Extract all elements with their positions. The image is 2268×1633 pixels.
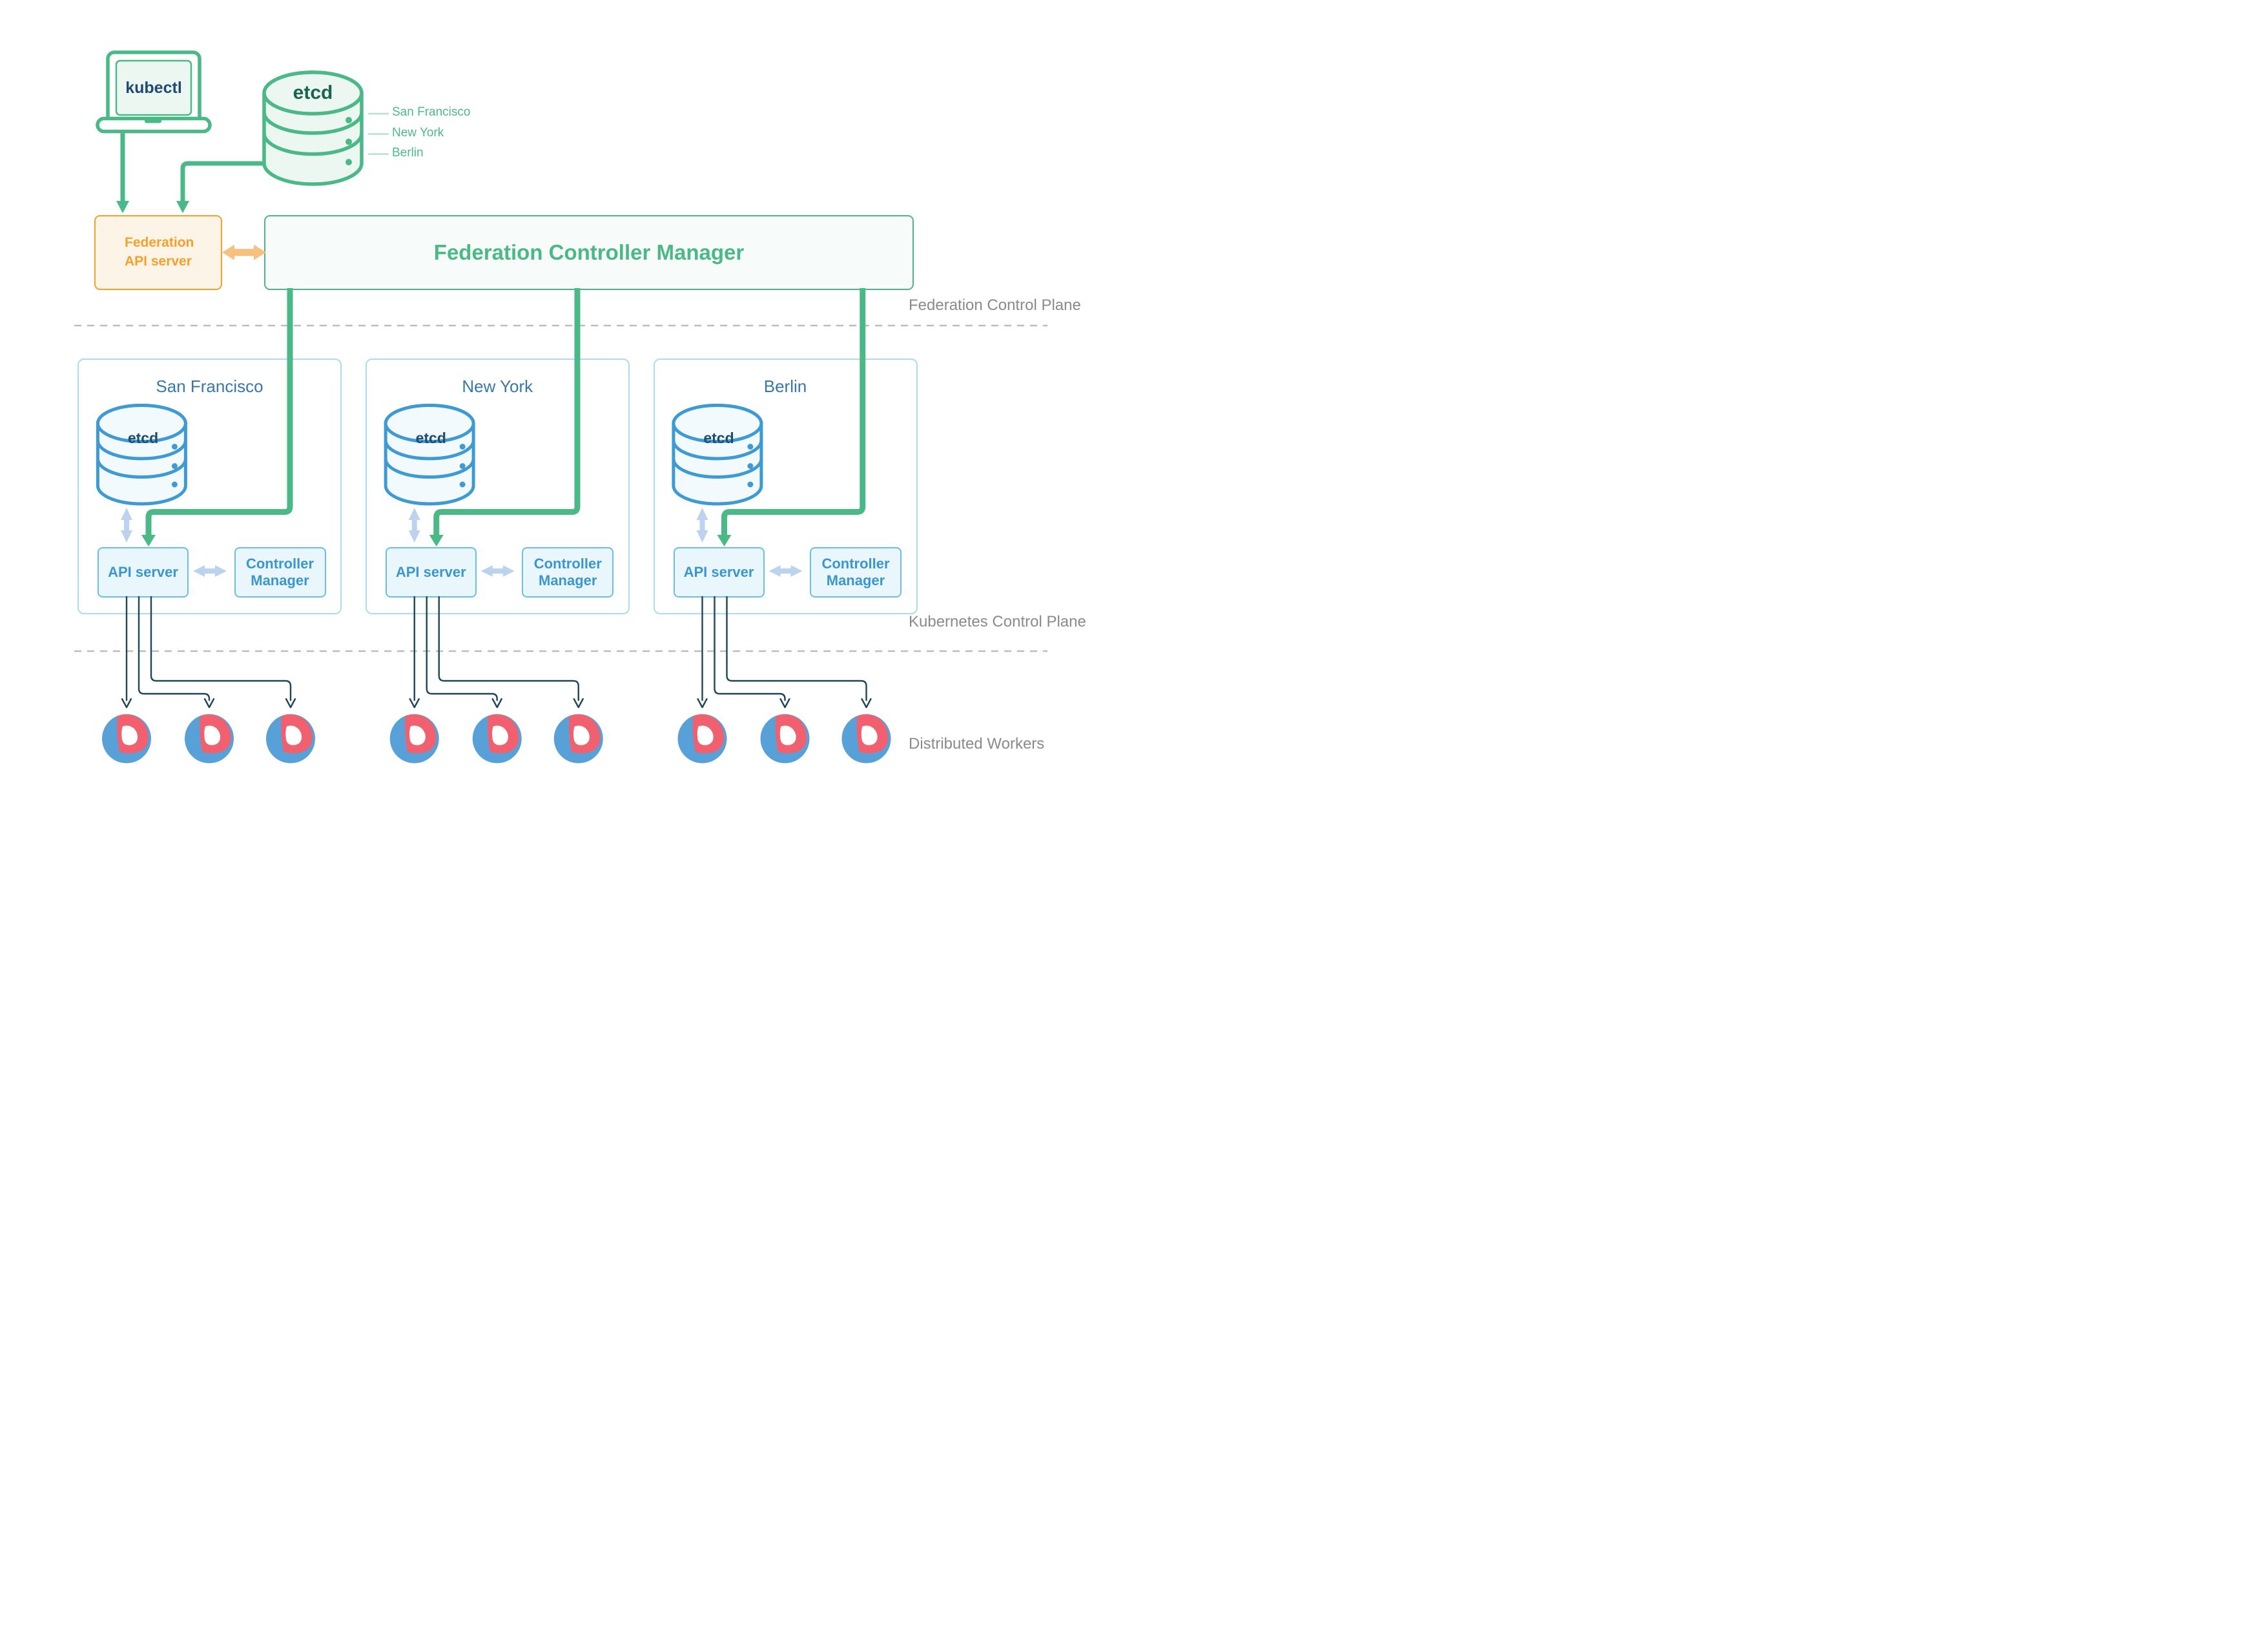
federation-etcd-label: etcd: [293, 82, 333, 103]
etcd-region-label-san-francisco: San Francisco: [392, 105, 471, 119]
controller-manager-label-line2: Manager: [826, 572, 885, 588]
controller-manager-label-line1: Controller: [821, 555, 890, 572]
diagram-canvas: kubectl etcd San Francisco New York Berl…: [0, 0, 1134, 816]
cluster-etcd-label: etcd: [415, 429, 446, 446]
controller-manager-label-line2: Manager: [539, 572, 597, 588]
controller-manager-box: Controller Manager: [810, 547, 902, 598]
api-server-label: API server: [683, 563, 754, 580]
boxes-layer: kubectl etcd San Francisco New York Berl…: [0, 0, 1134, 816]
federation-api-server-label-line1: Federation: [125, 235, 194, 251]
kubectl-label: kubectl: [125, 78, 182, 97]
controller-manager-label-line2: Manager: [251, 572, 309, 588]
api-server-box: API server: [385, 547, 477, 598]
controller-manager-box: Controller Manager: [234, 547, 326, 598]
federation-controller-manager-box: Federation Controller Manager: [264, 215, 914, 290]
cluster-title: New York: [462, 376, 533, 396]
api-server-label: API server: [108, 563, 178, 580]
distributed-workers-label: Distributed Workers: [909, 735, 1045, 753]
api-server-box: API server: [673, 547, 765, 598]
federation-api-server-label-line2: API server: [125, 253, 192, 269]
federation-control-plane-label: Federation Control Plane: [909, 296, 1081, 314]
controller-manager-label-line1: Controller: [245, 555, 314, 572]
cluster-etcd-label: etcd: [127, 429, 159, 446]
controller-manager-label-line1: Controller: [533, 555, 602, 572]
cluster-new-york: New York etcd API server Controller Mana…: [365, 358, 630, 614]
api-server-box: API server: [98, 547, 189, 598]
kubernetes-control-plane-label: Kubernetes Control Plane: [909, 613, 1086, 630]
cluster-title: Berlin: [763, 376, 807, 396]
federation-api-server-box: Federation API server: [94, 215, 222, 290]
cluster-title: San Francisco: [156, 376, 263, 396]
api-server-label: API server: [395, 563, 466, 580]
controller-manager-box: Controller Manager: [522, 547, 614, 598]
cluster-etcd-label: etcd: [703, 429, 734, 446]
etcd-region-label-berlin: Berlin: [392, 145, 424, 160]
federation-controller-manager-label: Federation Controller Manager: [433, 240, 745, 264]
cluster-san-francisco: San Francisco etcd API server Controller…: [77, 358, 342, 614]
cluster-berlin: Berlin etcd API server Controller Manage…: [653, 358, 918, 614]
etcd-region-label-new-york: New York: [392, 125, 444, 140]
